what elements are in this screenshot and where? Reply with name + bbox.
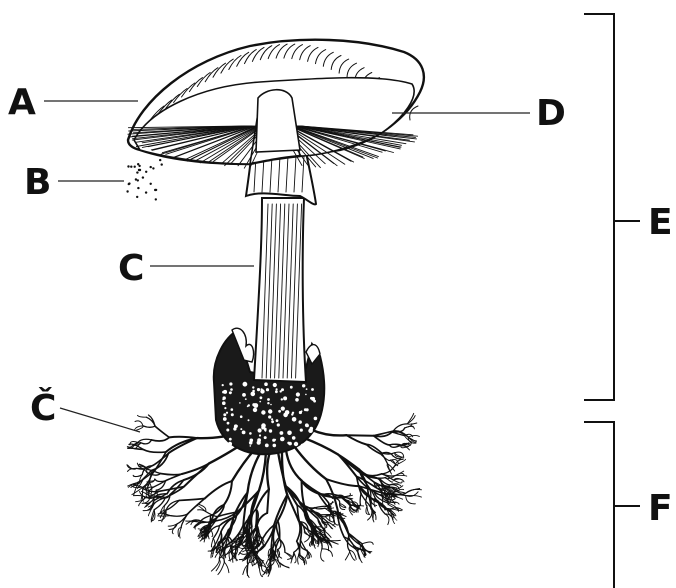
cap	[128, 40, 424, 168]
bracket-e	[584, 14, 614, 400]
leader-line-c-caron	[60, 408, 140, 432]
mushroom-illustration	[126, 40, 423, 578]
label-f: F	[648, 488, 673, 529]
label-a: A	[8, 82, 36, 123]
label-b: B	[24, 162, 51, 203]
spores	[126, 159, 162, 201]
label-c-caron: Č	[30, 387, 56, 429]
bracket-f	[584, 422, 614, 588]
stem	[254, 198, 306, 382]
label-d: D	[536, 93, 566, 134]
label-c: C	[118, 248, 144, 289]
label-e: E	[648, 202, 673, 243]
